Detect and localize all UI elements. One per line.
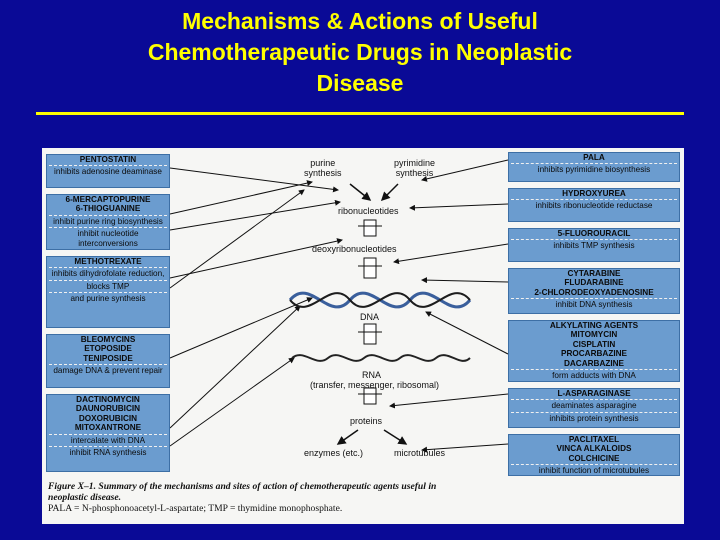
drug-name: ALKYLATING AGENTS	[549, 321, 639, 330]
drug-action: inhibits adenosine deaminase	[54, 167, 162, 177]
drug-name: CISPLATIN	[572, 339, 616, 349]
drug-name: HYDROXYUREA	[562, 189, 626, 198]
box-divider	[49, 364, 167, 366]
right-box-pala: PALA inhibits pyrimidine biosynthesis	[508, 152, 680, 182]
microtubules-label: microtubules	[394, 448, 446, 458]
box-divider	[49, 214, 167, 216]
box-divider	[511, 239, 677, 241]
drug-name: TENIPOSIDE	[83, 353, 133, 363]
box-divider	[511, 369, 677, 371]
drug-name: L-ASPARAGINASE	[557, 389, 631, 398]
drug-action: inhibit DNA synthesis	[555, 300, 633, 310]
drug-name: PALA	[583, 153, 605, 162]
drug-action: inhibit nucleotide interconversions	[77, 229, 139, 248]
drug-name: 6-THIOGUANINE	[75, 204, 141, 214]
drug-action: inhibit function of microtubules	[538, 466, 650, 476]
box-divider	[511, 298, 677, 300]
box-divider	[511, 199, 677, 201]
caption-line-2: neoplastic disease.	[48, 492, 122, 503]
left-box-methotrexate: METHOTREXATE inhibits dihydrofolate reduc…	[46, 256, 170, 328]
enzymes-label: enzymes (etc.)	[304, 448, 364, 458]
drug-name: MITOMYCIN	[570, 330, 618, 340]
drug-name: 2-CHLORODEOXYADENOSINE	[534, 287, 654, 297]
drug-action: inhibits dihydrofolate reduction,	[51, 269, 165, 279]
right-box-fluorouracil: 5-FLUOROURACIL inhibits TMP synthesis	[508, 228, 680, 262]
drug-action: form adducts with DNA	[552, 371, 636, 381]
drug-name: PROCARBAZINE	[561, 349, 627, 359]
title-underline	[36, 112, 684, 115]
drug-action: inhibits protein synthesis	[549, 413, 639, 423]
drug-name: VINCA ALKALOIDS	[556, 444, 632, 454]
box-divider	[511, 411, 677, 413]
drug-name: CYTARABINE	[567, 269, 621, 278]
pyrimidine-synthesis-label: pyrimidine synthesis	[394, 158, 436, 178]
drug-action: damage DNA & prevent repair	[53, 366, 163, 376]
dna-label: DNA	[360, 312, 380, 322]
box-divider	[49, 165, 167, 167]
drug-action: deaminates asparagine	[551, 401, 637, 411]
right-box-asparaginase: L-ASPARAGINASE deaminates asparagine inhib…	[508, 388, 680, 428]
proteins-label: proteins	[350, 416, 383, 426]
drug-name: COLCHICINE	[568, 453, 620, 463]
drug-name: PENTOSTATIN	[79, 155, 137, 164]
box-divider	[511, 399, 677, 401]
right-box-hydroxyurea: HYDROXYUREA inhibits ribonucleotide reduc…	[508, 188, 680, 222]
drug-action: intercalate with DNA	[70, 435, 146, 445]
drug-name: MITOXANTRONE	[74, 423, 142, 433]
caption-line-3: PALA = N-phosphonoacetyl-L-aspartate; TM…	[48, 503, 343, 514]
drug-name: DACARBAZINE	[563, 358, 625, 368]
drug-name: DAUNORUBICIN	[75, 404, 141, 414]
box-divider	[49, 267, 167, 269]
box-divider	[49, 433, 167, 435]
figure-caption: Figure X–1. Summary of the mechanisms an…	[48, 481, 668, 514]
pathway-arrows	[169, 159, 509, 453]
drug-action: inhibits ribonucleotide reductase	[535, 201, 653, 211]
box-divider	[49, 279, 167, 281]
drug-name: FLUDARABINE	[564, 278, 624, 288]
box-divider	[511, 464, 677, 466]
drug-name: METHOTREXATE	[74, 257, 142, 266]
box-divider	[49, 292, 167, 294]
left-box-pentostatin: PENTOSTATIN inhibits adenosine deaminase	[46, 154, 170, 188]
drug-name: BLEOMYCINS	[80, 335, 136, 344]
caption-label: Figure X–1.	[48, 481, 96, 492]
box-divider	[49, 446, 167, 448]
purine-synthesis-label: purine synthesis	[304, 158, 342, 178]
drug-action: and purine synthesis	[70, 294, 146, 304]
slide-title: Mechanisms & Actions of Useful Chemother…	[0, 6, 720, 99]
ribonucleotides-label: ribonucleotides	[338, 206, 399, 216]
drug-action: inhibits TMP synthesis	[553, 241, 635, 251]
drug-action: inhibit purine ring biosynthesis	[53, 216, 163, 226]
drug-action: inhibits pyrimidine biosynthesis	[537, 165, 651, 175]
box-divider	[49, 227, 167, 229]
caption-line-1: Summary of the mechanisms and sites of a…	[98, 481, 437, 492]
rna-label: RNA	[362, 370, 382, 380]
box-divider	[511, 163, 677, 165]
drug-name: 5-FLUOROURACIL	[557, 229, 631, 238]
drug-name: 6-MERCAPTOPURINE	[65, 195, 151, 204]
title-line-3: Disease	[316, 70, 404, 96]
title-line-2: Chemotherapeutic Drugs in Neoplastic	[147, 39, 573, 65]
title-line-1: Mechanisms & Actions of Useful	[182, 8, 538, 34]
drug-name: PACLITAXEL	[568, 435, 620, 444]
deoxyribonucleotides-label: deoxyribonucleotides	[312, 244, 397, 254]
drug-name: DACTINOMYCIN	[76, 395, 140, 404]
drug-action: inhibit RNA synthesis	[69, 448, 147, 458]
drug-name: DOXORUBICIN	[78, 413, 138, 423]
rna-types-label: (transfer, messenger, ribosomal)	[310, 380, 440, 390]
drug-action: blocks TMP	[86, 281, 130, 291]
drug-name: ETOPOSIDE	[84, 344, 132, 354]
